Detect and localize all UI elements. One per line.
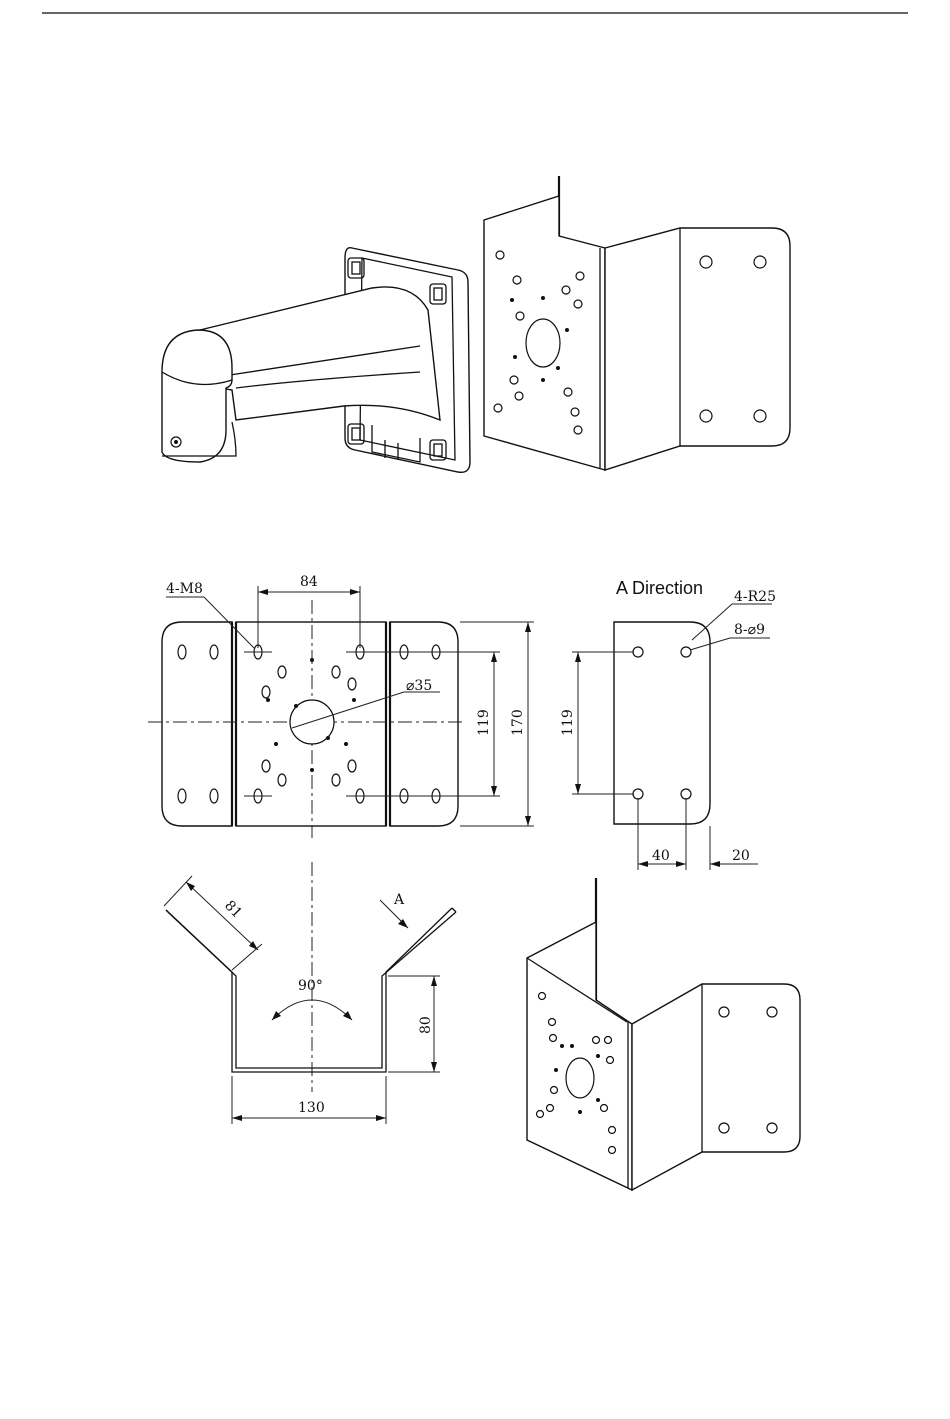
dim-angle-90: 90° [298,978,323,994]
arrow-a-label: A [393,892,405,908]
dim-dia35: ⌀35 [406,678,432,694]
dim-119-side: 119 [560,709,576,736]
a-direction-view [572,604,772,870]
dim-130: 130 [298,1100,325,1116]
dim-170: 170 [510,709,526,736]
label-4-m8: 4-M8 [166,581,203,597]
dim-40: 40 [652,848,670,864]
corner-bracket-illustration-top [484,176,790,470]
dim-4-r25: 4-R25 [734,589,776,605]
dim-8-dia9: 8-⌀9 [734,622,765,638]
dim-119-front: 119 [476,709,492,736]
corner-bracket-illustration-bottom [527,878,800,1190]
dim-80: 80 [418,1016,434,1034]
dim-84: 84 [300,574,318,590]
wall-mount-arm-illustration [162,248,470,473]
dim-20: 20 [732,848,750,864]
a-direction-title: A Direction [616,578,703,598]
